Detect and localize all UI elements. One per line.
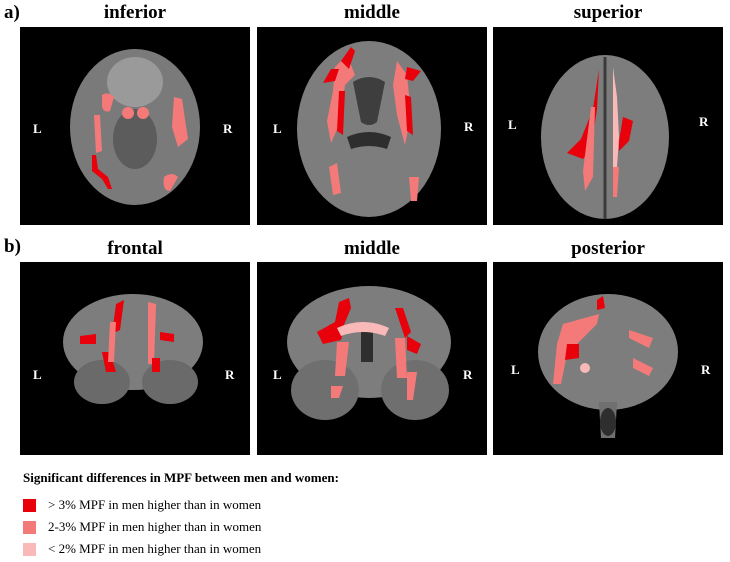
highlight-region-mid	[331, 386, 343, 398]
mri-panel-coronal-middle: L R	[257, 262, 487, 455]
left-marker: L	[273, 121, 282, 136]
highlight-region-mid	[335, 342, 349, 376]
highlight-region-high	[323, 69, 339, 83]
highlight-region-high	[80, 334, 96, 344]
highlight-region-high	[317, 322, 345, 344]
row-a-label: a)	[4, 2, 20, 23]
mri-panel-axial-inferior: L R	[20, 27, 250, 225]
highlight-region-mid	[102, 93, 114, 112]
highlight-region-mid	[148, 302, 156, 364]
highlight-region-mid	[172, 97, 188, 147]
legend-swatch-low	[23, 542, 36, 556]
left-marker: L	[33, 367, 42, 382]
temporal-lobe	[142, 360, 198, 404]
legend-item-mid: 2-3% MPF in men higher than in women	[23, 519, 261, 535]
highlight-region-high	[619, 117, 633, 151]
legend-label-high: > 3% MPF in men higher than in women	[48, 497, 262, 512]
fourth-ventricle	[600, 408, 616, 436]
highlight-region-mid	[409, 177, 419, 201]
right-marker: R	[225, 367, 235, 382]
highlight-region-high	[405, 95, 413, 135]
legend-label-low: < 2% MPF in men higher than in women	[48, 541, 262, 556]
highlight-region-mid	[629, 330, 653, 348]
temporal-lobe	[74, 360, 130, 404]
brain-slice-axial-middle	[297, 41, 441, 217]
left-marker: L	[508, 117, 517, 132]
legend-item-low: < 2% MPF in men higher than in women	[23, 541, 261, 557]
highlight-region-high	[92, 155, 112, 189]
highlight-region-mid	[395, 338, 407, 378]
highlight-region-mid	[633, 358, 653, 376]
highlight-region-low	[613, 67, 619, 167]
cerebellum	[107, 57, 163, 107]
left-marker: L	[511, 362, 520, 377]
ventricle	[361, 332, 373, 362]
legend-item-high: > 3% MPF in men higher than in women	[23, 497, 261, 513]
right-marker: R	[463, 367, 473, 382]
lateral-ventricle	[353, 77, 385, 125]
brain-slice-coronal-posterior	[538, 294, 678, 438]
highlight-region-mid	[393, 61, 411, 145]
mri-panel-axial-middle: L R	[257, 27, 487, 225]
right-marker: R	[701, 362, 711, 377]
highlight-region-high	[337, 91, 345, 135]
highlight-region-mid	[407, 372, 417, 400]
highlight-region-high	[565, 344, 579, 360]
highlight-region-high	[152, 358, 160, 372]
left-marker: L	[33, 121, 42, 136]
legend-swatch-high	[23, 498, 36, 512]
mri-panel-coronal-posterior: L R	[493, 262, 723, 455]
legend-label-mid: 2-3% MPF in men higher than in women	[48, 519, 262, 534]
legend-swatch-mid	[23, 520, 36, 534]
brain-slice-coronal-frontal	[63, 294, 203, 404]
brain-slice-axial-inferior	[70, 49, 200, 205]
mri-panel-coronal-frontal: L R	[20, 262, 250, 455]
highlight-region-high	[407, 336, 421, 354]
panel-title-middle-coronal: middle	[344, 238, 400, 259]
highlight-region-high	[395, 308, 411, 338]
highlight-region-mid	[329, 163, 341, 195]
row-b-label: b)	[4, 236, 21, 257]
highlight-region-mid	[137, 107, 149, 119]
mri-panel-axial-superior: L R	[493, 27, 723, 225]
highlight-region-mid	[122, 107, 134, 119]
highlight-region-high	[160, 332, 174, 342]
right-marker: R	[464, 119, 474, 134]
brain-slice-axial-superior	[541, 55, 669, 219]
panel-title-inferior: inferior	[103, 2, 167, 23]
highlight-region-low	[580, 363, 590, 373]
highlight-region-mid	[613, 167, 619, 197]
highlight-region-mid	[583, 107, 595, 191]
left-marker: L	[273, 367, 282, 382]
legend-title: Significant differences in MPF between m…	[23, 470, 339, 485]
highlight-region-mid	[553, 314, 599, 384]
panel-title-posterior: posterior	[571, 238, 645, 259]
brain-slice-coronal-middle	[287, 286, 451, 420]
panel-title-superior: superior	[573, 2, 643, 23]
right-marker: R	[699, 114, 709, 129]
temporal-lobe	[291, 360, 359, 420]
panel-title-frontal: frontal	[107, 238, 163, 259]
highlight-region-mid	[163, 174, 178, 191]
highlight-region-high	[341, 47, 355, 69]
highlight-region-high	[405, 67, 421, 81]
highlight-region-mid	[108, 322, 116, 362]
brain-tissue	[297, 41, 441, 217]
highlight-region-mid	[94, 115, 102, 153]
temporal-lobe	[381, 360, 449, 420]
right-marker: R	[223, 121, 233, 136]
ventricle-posterior	[347, 132, 391, 149]
panel-title-middle-axial: middle	[344, 2, 400, 23]
brainstem	[113, 109, 157, 169]
highlight-region-high	[597, 296, 605, 310]
highlight-region-low	[337, 322, 389, 336]
